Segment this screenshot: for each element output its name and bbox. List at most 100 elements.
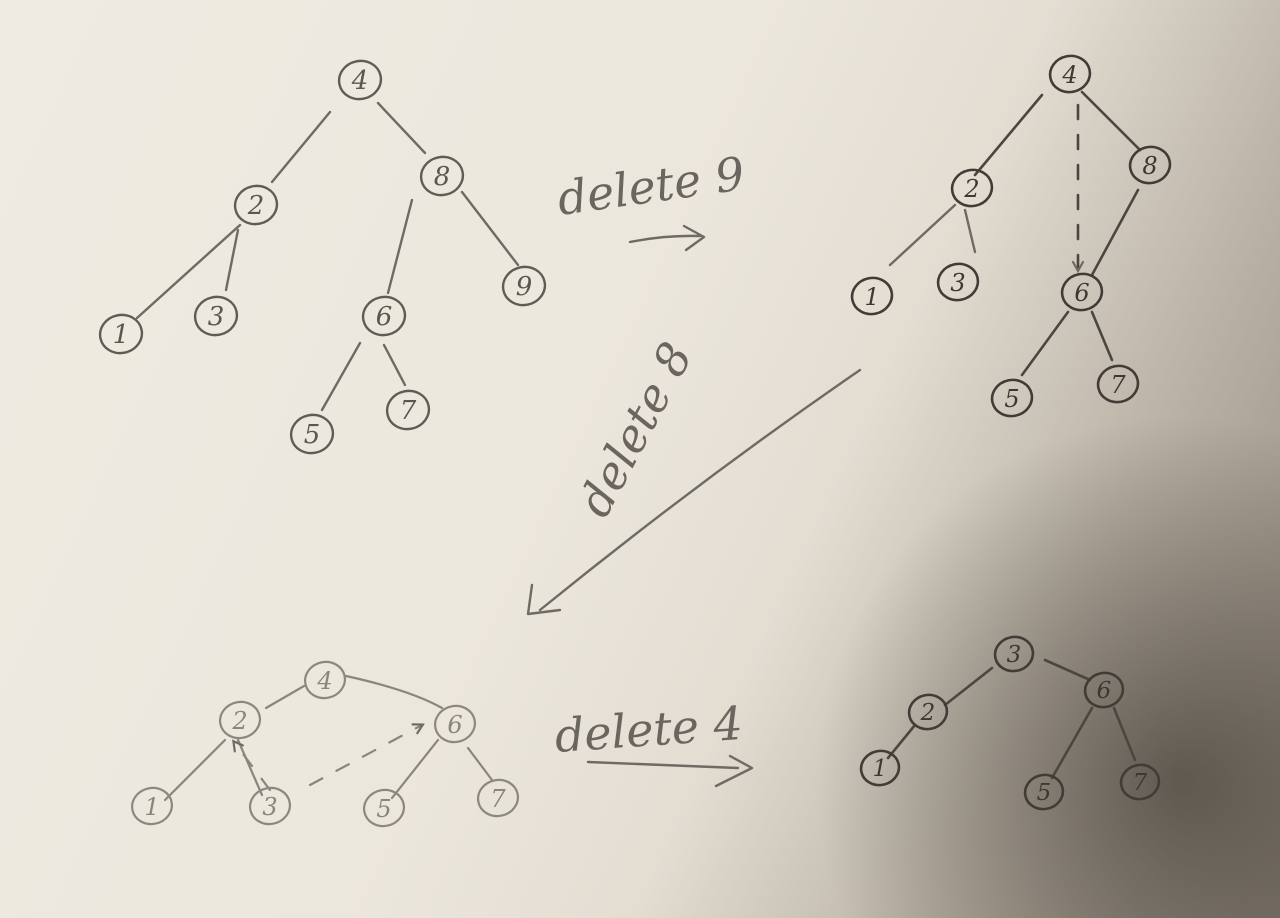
tree4-node-label-3: 3 xyxy=(1007,642,1022,668)
tree1-node-label-2: 2 xyxy=(247,191,265,221)
tree2-edge-2-3 xyxy=(963,208,977,254)
tree3-node-1: 1 xyxy=(130,786,174,826)
tree1-node-ring-8 xyxy=(419,155,465,197)
tree1-edge-8-9 xyxy=(460,190,520,267)
tree3-node-label-5: 5 xyxy=(376,795,391,823)
tree3-node-ring-1 xyxy=(130,786,174,826)
tree3-node-label-3: 3 xyxy=(262,793,277,821)
tree3-dashed-arrow-3-2 xyxy=(232,739,272,792)
tree3-edge-6-5 xyxy=(390,738,440,800)
tree1-node-5: 5 xyxy=(289,413,335,455)
tree4-node-label-7: 7 xyxy=(1133,770,1148,796)
tree2-node-ring-3 xyxy=(936,262,980,302)
tree2-node-label-3: 3 xyxy=(950,269,965,297)
tree4-node-label-5: 5 xyxy=(1037,780,1052,806)
tree1-edge-4-8 xyxy=(376,101,427,155)
tree1-node-7: 7 xyxy=(385,389,431,431)
tree3-node-label-2: 2 xyxy=(231,707,247,735)
tree1-edge-2-3 xyxy=(224,228,240,292)
op1-label: delete 9 xyxy=(554,146,748,226)
tree4-edge-3-2 xyxy=(943,666,994,707)
tree1-node-ring-6 xyxy=(361,295,407,337)
tree4-edge-3-6 xyxy=(1043,658,1092,682)
tree4-edge-6-5 xyxy=(1050,706,1094,780)
tree2-node-5: 5 xyxy=(990,378,1034,418)
tree3-node-ring-5 xyxy=(362,788,406,828)
tree1-edges xyxy=(135,101,520,412)
tree1-node-ring-7 xyxy=(385,389,431,431)
tree4-node-label-6: 6 xyxy=(1097,678,1112,704)
tree4-node-ring-5 xyxy=(1023,773,1065,811)
tree1-node-label-9: 9 xyxy=(516,272,533,302)
tree3-node-6: 6 xyxy=(433,704,477,744)
tree4-node-ring-1 xyxy=(859,749,901,787)
op2-arrowhead xyxy=(526,583,562,616)
tree1-node-label-5: 5 xyxy=(304,420,321,450)
tree3-node-ring-6 xyxy=(433,704,477,744)
tree3-edges xyxy=(163,674,494,802)
tree2-edge-2-1 xyxy=(888,203,957,267)
tree3-node-ring-7 xyxy=(476,778,520,818)
tree3-edge-2-3 xyxy=(236,738,264,797)
tree2-node-ring-2 xyxy=(950,168,994,208)
op3-underline xyxy=(586,760,740,770)
tree3-node-5: 5 xyxy=(362,788,406,828)
tree4-node-ring-2 xyxy=(907,693,949,731)
tree2-node-3: 3 xyxy=(936,262,980,302)
tree2-node-4: 4 xyxy=(1048,54,1092,94)
tree1-node-label-6: 6 xyxy=(376,302,393,332)
tree3-edge-6-7 xyxy=(466,746,494,782)
tree2-edge-4-2 xyxy=(973,93,1044,177)
tree2-node-label-7: 7 xyxy=(1110,371,1126,399)
tree3-node-label-1: 1 xyxy=(144,793,159,821)
op3-label: delete 4 xyxy=(553,696,745,763)
tree2-node-ring-1 xyxy=(850,276,894,316)
tree1-node-label-8: 8 xyxy=(434,162,451,192)
tree2-node-label-5: 5 xyxy=(1004,385,1019,413)
tree2-node-8: 8 xyxy=(1128,145,1172,185)
tree1-node-8: 8 xyxy=(419,155,465,197)
tree2-edge-6-5 xyxy=(1020,310,1070,377)
tree2-nodes: 4 2 8 1 3 6 5 7 xyxy=(850,54,1172,418)
tree3-dashed-arrow-2-6 xyxy=(308,723,425,787)
tree1-edge-6-5 xyxy=(320,341,362,412)
tree2-node-ring-8 xyxy=(1128,145,1172,185)
tree3-node-2: 2 xyxy=(218,700,262,740)
tree4-node-7: 7 xyxy=(1119,763,1161,801)
tree2-node-label-4: 4 xyxy=(1061,61,1077,89)
tree4-edge-2-1 xyxy=(886,723,917,760)
operation-arrows xyxy=(526,224,862,788)
tree4-node-ring-6 xyxy=(1083,671,1125,709)
tree1-edge-4-2 xyxy=(270,110,332,184)
tree1-node-ring-9 xyxy=(501,265,547,307)
tree3-node-ring-3 xyxy=(248,786,292,826)
tree2-node-6: 6 xyxy=(1060,272,1104,312)
tree1-node-label-3: 3 xyxy=(208,302,225,332)
tree2-node-ring-6 xyxy=(1060,272,1104,312)
tree3-node-3: 3 xyxy=(248,786,292,826)
op3-arrowhead xyxy=(714,754,754,788)
tree2-node-label-1: 1 xyxy=(864,283,879,311)
tree1-node-label-1: 1 xyxy=(113,320,130,350)
op2-arrow xyxy=(538,368,862,612)
tree4-node-5: 5 xyxy=(1023,773,1065,811)
tree3-node-label-4: 4 xyxy=(316,667,332,695)
tree1-edge-8-6 xyxy=(386,198,414,295)
tree1-node-9: 9 xyxy=(501,265,547,307)
tree4-edge-6-7 xyxy=(1112,706,1137,762)
tree3-node-label-7: 7 xyxy=(490,785,506,813)
tree2-edge-8-6 xyxy=(1090,188,1140,277)
tree3-nodes: 4 2 6 1 3 5 7 xyxy=(130,660,520,828)
tree4-node-ring-7 xyxy=(1119,763,1161,801)
tree1-node-1: 1 xyxy=(98,313,144,355)
tree2-node-label-2: 2 xyxy=(963,175,979,203)
tree1-node-ring-3 xyxy=(193,295,239,337)
op1-arrow xyxy=(628,234,702,244)
tree1-node-4: 4 xyxy=(337,59,383,101)
tree4-node-3: 3 xyxy=(993,635,1035,673)
tree2-node-ring-7 xyxy=(1096,364,1140,404)
tree1-node-ring-5 xyxy=(289,413,335,455)
tree2-node-label-8: 8 xyxy=(1142,152,1157,180)
tree1-node-3: 3 xyxy=(193,295,239,337)
